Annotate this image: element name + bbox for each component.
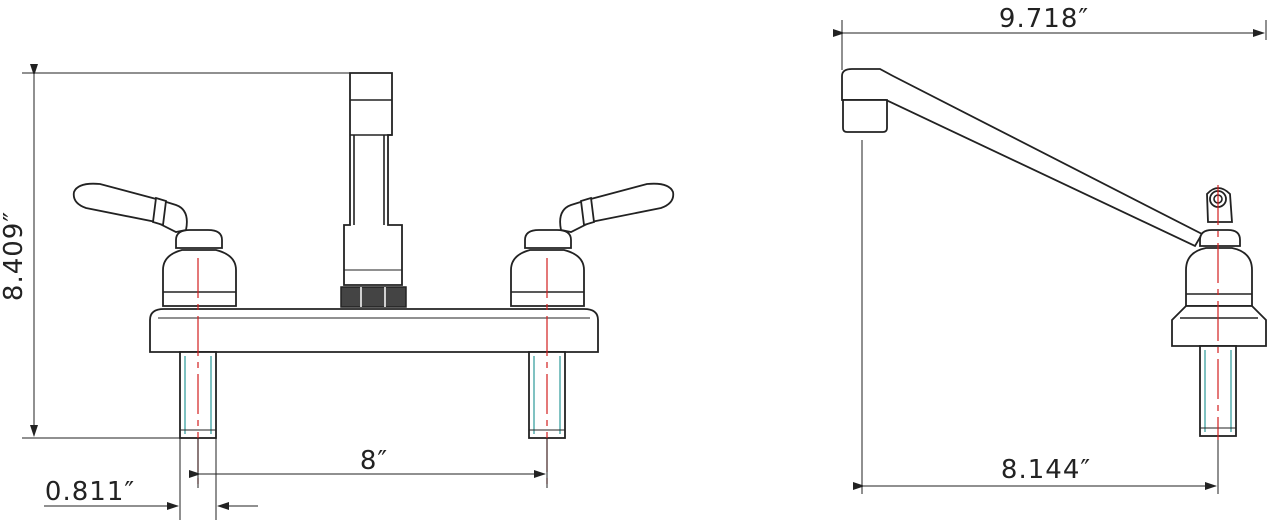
side-valve-body [1171, 187, 1267, 347]
base-depth-label: 8.144″ [1001, 455, 1091, 485]
side-spout [841, 68, 1204, 248]
center-spacing-dimension: 8″ [189, 438, 548, 488]
side-view: 9.718″ [833, 4, 1267, 494]
spout-length-label: 9.718″ [999, 4, 1089, 34]
height-dimension: 8.409″ [0, 64, 392, 439]
shank-diameter-label: 0.811″ [45, 477, 135, 507]
height-label: 8.409″ [0, 211, 29, 301]
spout-nozzle [340, 286, 407, 308]
deck-plate [149, 308, 599, 353]
center-spacing-label: 8″ [360, 446, 388, 476]
shank-diameter-dimension: 0.811″ [44, 438, 258, 520]
spout-length-dimension: 9.718″ [833, 4, 1267, 70]
left-handle [72, 182, 237, 307]
right-handle [510, 182, 675, 307]
front-view: 8.409″ [0, 64, 675, 520]
base-depth-dimension: 8.144″ [853, 140, 1219, 494]
spout [340, 72, 407, 308]
